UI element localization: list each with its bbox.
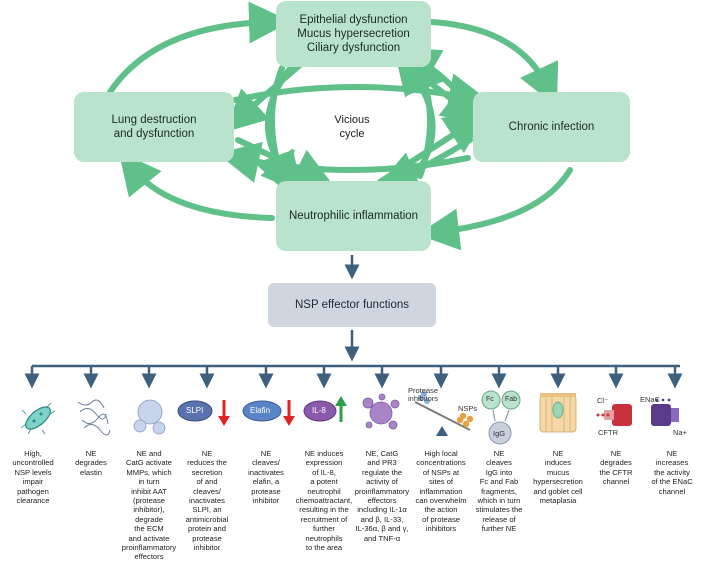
caption-proinflammatory: NE, CatG and PR3 regulate the activity o… <box>354 449 410 543</box>
caption-pathogen-clearance: High, uncontrolled NSP levels impair pat… <box>12 449 54 506</box>
cl-ion-label: Cl⁻ <box>597 396 609 405</box>
caption-elastin: NE degrades elastin <box>75 449 107 477</box>
elafin-label: Elafin <box>250 406 271 415</box>
nsp-effector-functions-box: NSP effector functions <box>268 283 436 327</box>
chronic-infection-box: Chronic infection <box>473 92 630 162</box>
il8-label: IL-8 <box>312 406 326 415</box>
cycle-arrow <box>224 62 303 133</box>
vicious-line-2: cycle <box>339 128 365 140</box>
cftr-label: CFTR <box>598 428 618 437</box>
chronic-infection-label: Chronic infection <box>508 121 595 133</box>
elastin-fibres-icon <box>77 399 111 436</box>
igg-label: IgG <box>493 429 506 438</box>
lung-destruction-box: Lung destruction and dysfunction <box>74 92 234 162</box>
caption-mmps: NE and CatG activate MMPs, which in turn… <box>121 449 177 562</box>
goblet-cells-icon <box>539 393 577 433</box>
vicious-line-1: Vicious <box>334 114 370 126</box>
fc-label: Fc <box>486 396 494 403</box>
caption-protease-inhibitors: High local concentrations of NSPs at sit… <box>415 449 467 534</box>
slpi-pill-icon <box>177 400 230 426</box>
cycle-arrow <box>118 151 275 221</box>
epithelial-dysfunction-box: Epithelial dysfunction Mucus hypersecret… <box>276 1 431 67</box>
effector-title: NSP effector functions <box>294 299 409 311</box>
cycle-arrow <box>417 167 573 251</box>
caption-mucus: NE induces mucus hypersecretion and gobl… <box>533 449 583 506</box>
epithelial-line-3: Ciliary dysfunction <box>306 42 401 54</box>
cftr-channel-icon <box>596 404 632 426</box>
caption-elafin: NE cleaves/ inactivates elafin, a protea… <box>248 449 284 506</box>
enac-channel-icon <box>651 398 679 426</box>
bacterium-icon <box>20 402 56 435</box>
cycle-arrow <box>255 65 295 196</box>
protease-inhibitors-label: Protease inhibitors <box>408 386 439 403</box>
proinflammatory-spheres-icon <box>362 393 400 430</box>
nsps-label: NSPs <box>458 404 478 413</box>
igg-fragments-icon <box>481 390 521 445</box>
il8-pill-icon <box>303 396 347 422</box>
caption-cftr: NE degrades the CFTR channel <box>599 449 633 487</box>
caption-igg: NE cleaves IgG into Fc and Fab fragments… <box>475 449 523 534</box>
cycle-arrow <box>429 19 559 108</box>
lung-line-1: Lung destruction <box>111 114 197 126</box>
na-ion-label: Na+ <box>673 428 687 437</box>
protease-seesaw-icon <box>414 391 474 436</box>
mmp-spheres-icon <box>133 399 166 435</box>
epithelial-line-1: Epithelial dysfunction <box>299 14 408 26</box>
epithelial-line-2: Mucus hypersecretion <box>297 28 410 40</box>
caption-enac: NE increases the activity of the ENaC ch… <box>651 449 693 496</box>
cycle-arrow <box>107 1 291 95</box>
caption-slpi: NE reduces the secretion of and cleaves/… <box>185 449 229 553</box>
cycle-arrow <box>407 48 448 179</box>
elafin-pill-icon <box>242 400 295 426</box>
branch-arrows <box>24 366 683 389</box>
neutrophilic-label: Neutrophilic inflammation <box>288 210 419 222</box>
vicious-cycle-label: Vicious cycle <box>322 113 382 141</box>
neutrophilic-inflammation-box: Neutrophilic inflammation <box>276 181 431 251</box>
caption-il8: NE induces expression of IL-8, a potent … <box>295 449 353 553</box>
lung-line-2: and dysfunction <box>113 128 195 140</box>
fab-label: Fab <box>505 396 518 403</box>
enac-label: ENaC <box>640 395 661 404</box>
slpi-label: SLPI <box>186 406 204 415</box>
